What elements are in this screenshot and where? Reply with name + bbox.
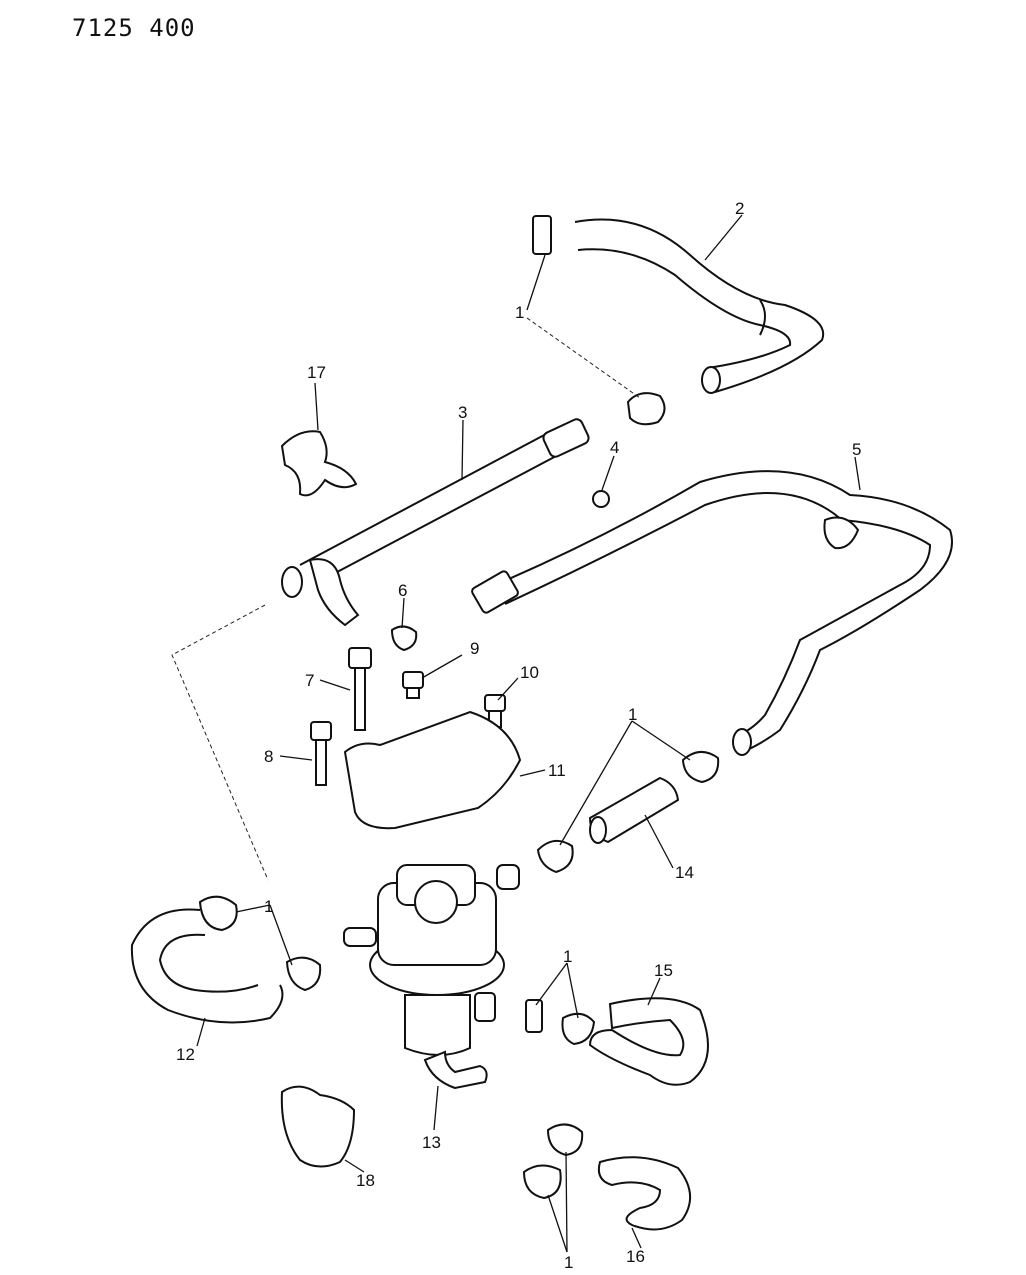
callout-1-bottom: 1 — [564, 1253, 573, 1272]
leader-lines — [171, 214, 861, 1253]
bolt-part-7 — [348, 647, 372, 731]
hose-clamp-part-1-bottom-b — [522, 1164, 562, 1200]
hose-clamp-part-1-right-upper — [681, 751, 720, 784]
air-pump-part-13 — [343, 864, 520, 1090]
hose-clamp-part-1-left-bottom — [285, 956, 322, 992]
hose-part-14 — [588, 776, 680, 844]
callout-15: 15 — [654, 961, 673, 980]
callout-labels: 2 1 17 3 4 5 6 7 9 10 8 11 1 14 1 12 13 … — [176, 199, 861, 1272]
callout-17: 17 — [307, 363, 326, 382]
callout-2: 2 — [735, 199, 744, 218]
nut-part-4 — [592, 490, 610, 508]
hose-part-18 — [280, 1085, 356, 1168]
hose-clamp-part-1-lower-b — [561, 1012, 596, 1046]
hose-clamp-part-1-left-top — [198, 895, 238, 932]
callout-1-right: 1 — [628, 705, 637, 724]
hose-clamp-part-1-right-lower — [536, 839, 574, 874]
tube-part-5 — [471, 470, 953, 756]
plate-part-11 — [343, 710, 522, 830]
callout-8: 8 — [264, 747, 273, 766]
callout-10: 10 — [520, 663, 539, 682]
hose-clamp-part-1-upper — [626, 392, 666, 426]
callout-14: 14 — [675, 863, 694, 882]
hose-part-2 — [574, 218, 825, 394]
callout-1-top: 1 — [515, 303, 524, 322]
callout-11: 11 — [548, 761, 566, 780]
tube-part-3 — [281, 418, 590, 627]
hose-clamp-part-1-lower-a — [525, 999, 543, 1033]
callout-7: 7 — [305, 671, 314, 690]
hose-clamp-part-1-bottom-a — [546, 1123, 584, 1157]
callout-4: 4 — [610, 438, 619, 457]
callout-6: 6 — [398, 581, 407, 600]
callout-12: 12 — [176, 1045, 195, 1064]
hose-part-15 — [588, 997, 709, 1086]
hose-part-16 — [597, 1156, 691, 1231]
callout-9: 9 — [470, 639, 479, 658]
callout-18: 18 — [356, 1171, 375, 1190]
callout-1-lower: 1 — [563, 947, 572, 966]
hose-clamp-part-1-top — [532, 215, 552, 255]
callout-3: 3 — [458, 403, 467, 422]
callout-1-left: 1 — [264, 897, 273, 916]
callout-16: 16 — [626, 1247, 645, 1266]
bracket-part-17 — [280, 430, 358, 497]
bolt-part-9 — [402, 671, 424, 699]
hose-part-12 — [130, 908, 284, 1024]
diagram-reference-code: 7125 400 — [72, 14, 196, 42]
callout-13: 13 — [422, 1133, 441, 1152]
nut-part-6 — [390, 625, 418, 652]
bolt-part-8 — [310, 721, 332, 786]
callout-5: 5 — [852, 440, 861, 459]
